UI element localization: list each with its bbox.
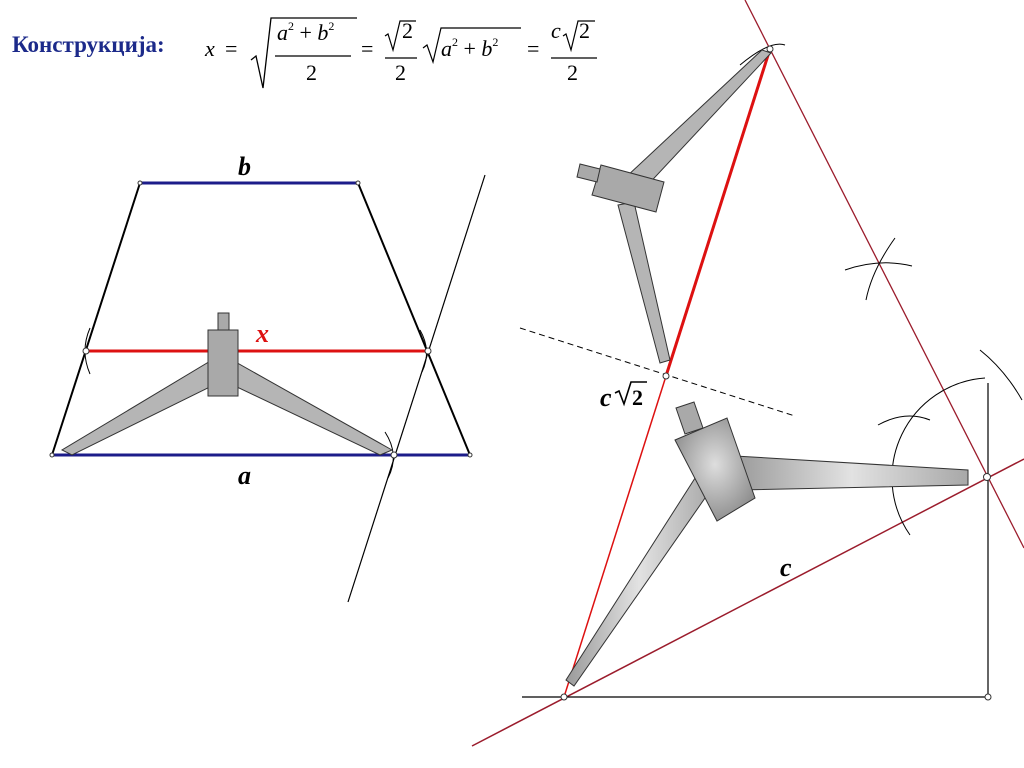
point-b-right xyxy=(355,180,361,186)
compass-upper xyxy=(576,49,772,364)
compass-left-handle xyxy=(217,312,230,331)
compass-upper-leg-1 xyxy=(624,49,772,191)
radical-1-numerator: a2 + b2 xyxy=(277,19,335,45)
radical-2 xyxy=(422,27,521,65)
fraction-csqrt2-two: 2 xyxy=(579,18,590,43)
label-a: a xyxy=(238,461,251,490)
trapezoid-construction: b x a xyxy=(49,152,486,603)
point-top xyxy=(766,45,774,53)
auxiliary-line xyxy=(347,174,486,603)
construction-heading: Конструкција: xyxy=(12,32,165,57)
radical-1-denominator: 2 xyxy=(306,60,317,85)
point-a-mark xyxy=(390,451,398,459)
point-x-right xyxy=(424,347,432,355)
point-bottom-left xyxy=(560,693,568,701)
formula-eq-2: = xyxy=(361,36,374,61)
compass-lower-leg-1 xyxy=(734,455,969,491)
bisector-line xyxy=(744,0,1024,549)
fraction-sqrt2 xyxy=(384,20,417,59)
compass-left-leg-2 xyxy=(217,359,394,456)
compass-left-leg-1 xyxy=(60,359,229,456)
point-right xyxy=(983,473,991,481)
fraction-sqrt2-denominator: 2 xyxy=(395,60,406,85)
point-a-right xyxy=(467,452,473,458)
compass-upper-head xyxy=(591,164,665,213)
arc-mid-2 xyxy=(865,237,896,301)
result-segment xyxy=(664,48,772,377)
dashed-line xyxy=(519,327,796,417)
compass-left-head xyxy=(207,329,239,397)
formula: x = a2 + b2 2 = 2 2 a2 + b2 = c 2 2 xyxy=(205,12,625,92)
compass-left xyxy=(60,312,394,456)
compass-lower-head xyxy=(674,417,756,522)
compass-lower xyxy=(565,401,969,687)
fraction-csqrt2-denominator: 2 xyxy=(567,60,578,85)
right-leg xyxy=(357,182,471,456)
point-bottom-right xyxy=(984,693,992,701)
formula-x: x xyxy=(205,36,215,61)
formula-eq-3: = xyxy=(527,36,540,61)
point-x-left xyxy=(82,347,90,355)
radical-1 xyxy=(250,17,357,89)
compass-lower-leg-2 xyxy=(565,474,713,687)
triangle-construction: c c 2 xyxy=(471,0,1024,747)
compass-upper-leg-2 xyxy=(617,201,671,364)
arc-top xyxy=(739,43,786,66)
label-c-sqrt2-two: 2 xyxy=(632,385,643,410)
label-c-sqrt2-radical xyxy=(614,381,647,407)
point-mid xyxy=(662,372,670,380)
fraction-sqrt2-numerator: 2 xyxy=(402,18,413,43)
compass-upper-handle xyxy=(576,163,601,183)
compass-lower-handle xyxy=(675,401,704,435)
label-b: b xyxy=(238,152,251,181)
fraction-csqrt2 xyxy=(551,20,597,59)
point-a-left xyxy=(49,452,55,458)
label-c-sqrt2-c: c xyxy=(600,383,612,412)
label-c-sqrt2: c 2 xyxy=(600,381,647,412)
radical-2-content: a2 + b2 xyxy=(441,35,499,61)
label-c: c xyxy=(780,553,792,582)
arc-large xyxy=(891,377,986,536)
left-leg xyxy=(51,182,141,456)
fraction-csqrt2-c: c xyxy=(551,18,561,43)
arc-small-right xyxy=(979,349,1023,401)
label-x: x xyxy=(255,319,269,348)
formula-eq-1: = xyxy=(225,36,238,61)
arc-small-left xyxy=(877,415,931,426)
point-b-left xyxy=(137,180,143,186)
